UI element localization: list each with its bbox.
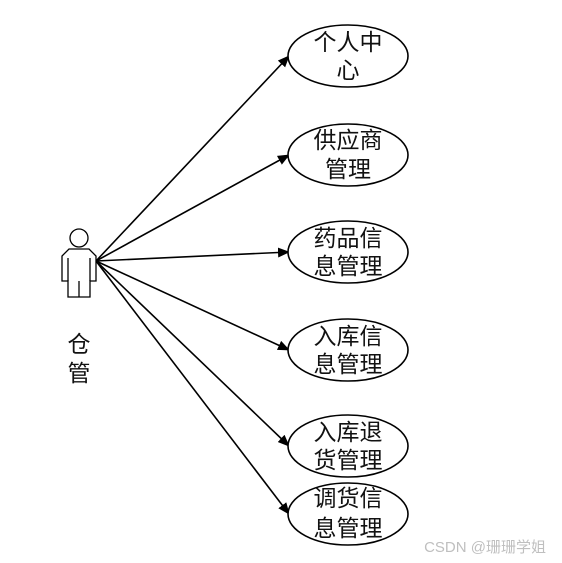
association-arrow-3	[95, 247, 290, 262]
use-case-2: 供应商 管理	[287, 123, 409, 187]
association-arrow-2	[95, 154, 290, 262]
use-case-ellipse	[287, 123, 409, 187]
use-case-label-line-1: 个人中	[314, 30, 383, 56]
use-case-3: 药品信 息管理	[287, 220, 409, 284]
actor-body	[61, 248, 97, 298]
use-case-label-line-2: 管理	[325, 157, 371, 183]
use-case-label-line-2: 心	[337, 58, 360, 84]
use-case-4: 入库信 息管理	[287, 318, 409, 382]
use-case-label-line-2: 息管理	[314, 352, 383, 378]
use-case-5: 入库退 货管理	[287, 414, 409, 478]
use-case-label-line-1: 入库退	[314, 420, 383, 446]
use-case-label-line-2: 货管理	[314, 448, 383, 474]
use-case-1: 个人中 心	[287, 24, 409, 88]
use-case-label-line-2: 息管理	[314, 516, 383, 542]
use-case-ellipse	[287, 318, 409, 382]
actor-label-line-1: 仓	[68, 332, 91, 358]
use-case-ellipse	[287, 482, 409, 546]
use-case-label-line-1: 入库信	[314, 324, 383, 350]
use-case-ellipse	[287, 220, 409, 284]
actor-label-line-2: 管	[68, 361, 91, 387]
association-arrow-6	[95, 260, 290, 515]
use-case-label-line-1: 药品信	[314, 226, 383, 252]
use-case-label-line-1: 供应商	[314, 128, 383, 154]
watermark: CSDN @珊珊学姐	[424, 539, 546, 556]
use-case-ellipse	[287, 414, 409, 478]
actor-figure	[61, 228, 97, 298]
actor-head	[69, 228, 89, 248]
association-arrow-1	[95, 55, 290, 262]
use-case-ellipse	[287, 24, 409, 88]
use-case-label-line-1: 调货信	[314, 486, 383, 512]
associations	[95, 55, 290, 515]
association-arrow-5	[95, 260, 290, 447]
use-case-6: 调货信 息管理	[287, 482, 409, 546]
use-case-label-line-2: 息管理	[314, 254, 383, 280]
association-arrow-4	[95, 260, 290, 351]
